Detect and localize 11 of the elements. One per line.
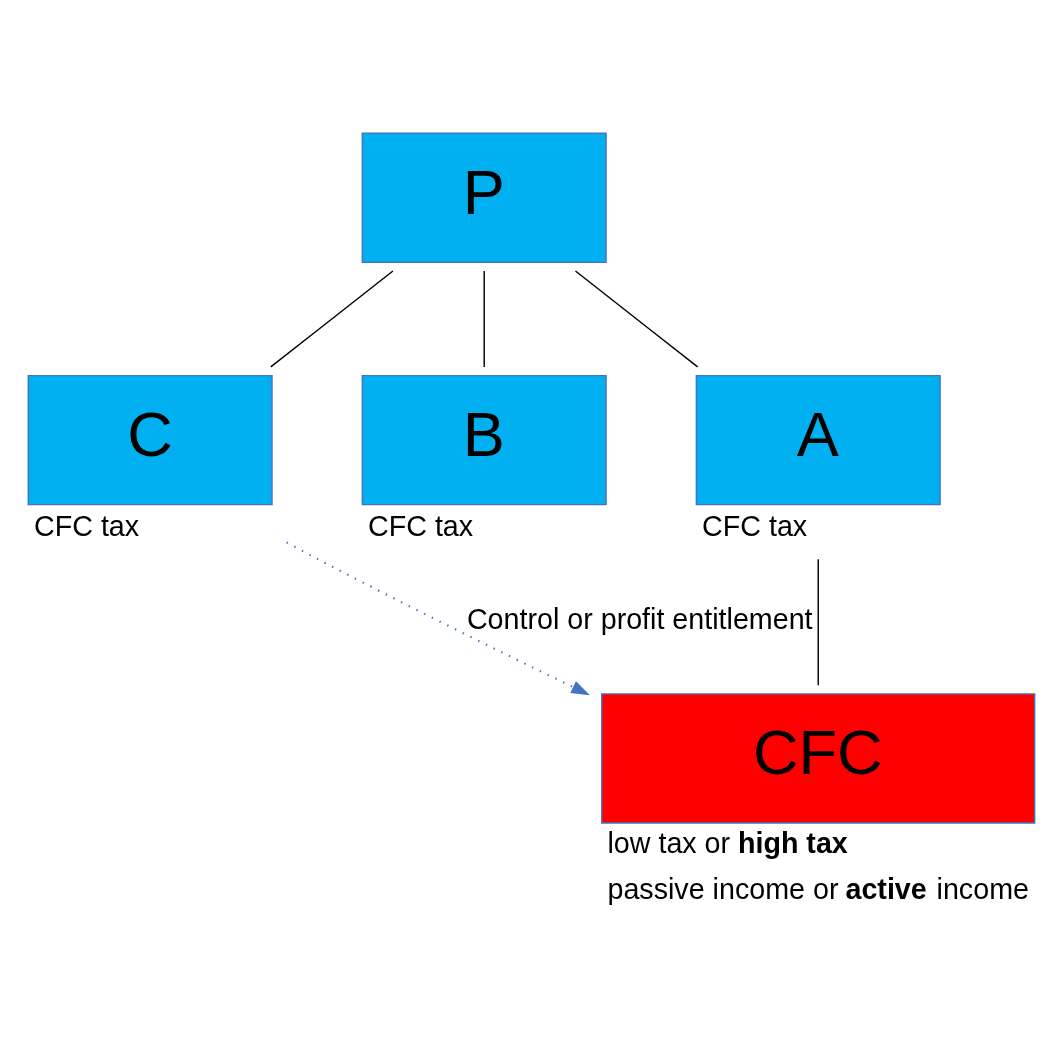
node-label: CFC tax	[34, 510, 140, 543]
node-label: low tax or high tax	[607, 827, 848, 860]
arrow	[286, 541, 590, 696]
connector	[574, 270, 699, 368]
connector	[483, 270, 485, 368]
node-label: CFC tax	[368, 510, 474, 543]
edge-label: Control or profit entitlement	[466, 603, 813, 636]
node-label: CFC tax	[702, 510, 808, 543]
connector	[270, 270, 394, 368]
node-label: passive income or active income	[607, 872, 1029, 905]
connector	[817, 558, 819, 686]
